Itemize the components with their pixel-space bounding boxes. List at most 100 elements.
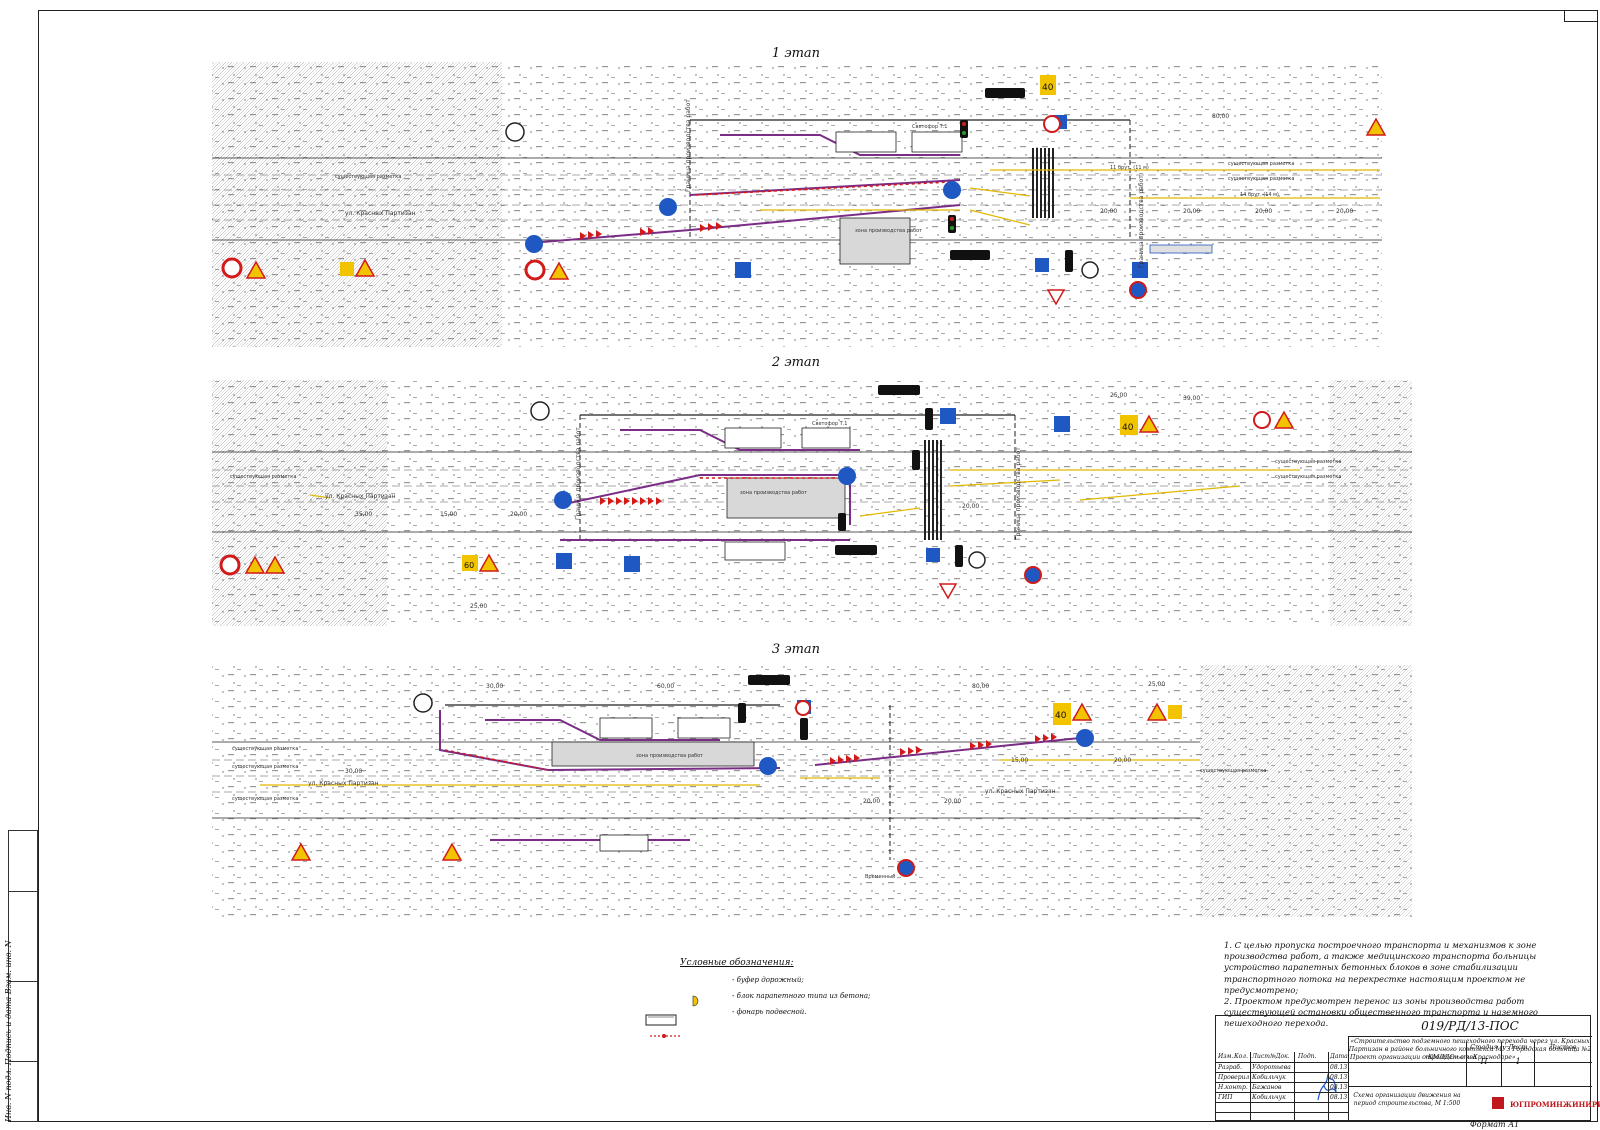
row-name-3: Бажанов bbox=[1252, 1084, 1282, 1091]
row-role-3: Н.контр. bbox=[1218, 1084, 1248, 1091]
row-role-1: Разраб. bbox=[1218, 1064, 1242, 1071]
stage-3-dim-25: 25,00 bbox=[1148, 681, 1165, 688]
stage-3-temporary: Временный bbox=[865, 873, 895, 880]
header-data: Дата bbox=[1330, 1053, 1348, 1060]
stage-3-marking-2: существующая разметка bbox=[232, 764, 298, 770]
stage-2-plan: ул. Красных Партизан зона производства р… bbox=[212, 380, 1412, 626]
stage-3-marking-1: существующая разметка bbox=[232, 746, 298, 752]
stage-2-dim-35: 35,00 bbox=[355, 511, 372, 518]
stage-1-plan: ул. Красных Партизан Граница производств… bbox=[212, 62, 1387, 347]
stage-3-dim-15: 15,00 bbox=[1011, 757, 1028, 764]
legend-item-buffer: - буфер дорожный; bbox=[694, 974, 840, 990]
stage-3-street-label-2: ул. Красных Партизан bbox=[985, 788, 1056, 795]
stage-1-marking-2: существующая разметка bbox=[1228, 176, 1294, 182]
row-date-1: 08.13 bbox=[1330, 1064, 1348, 1071]
stage-2-street-label: ул. Красных Партизан bbox=[325, 493, 396, 500]
legend-symbols bbox=[645, 995, 699, 1038]
company-name: ЮГПРОМИНЖИНИРИНГ bbox=[1510, 1100, 1600, 1109]
stage-2-title: 2 этап bbox=[771, 355, 821, 370]
stage-1-title: 1 этап bbox=[771, 46, 821, 61]
stage-3-dim-80: 80,00 bbox=[972, 683, 989, 690]
header-podp: Подп. bbox=[1298, 1053, 1317, 1060]
stage-2-dim-25b: 25,00 bbox=[470, 603, 487, 610]
corner-mark bbox=[1564, 10, 1598, 22]
stage-3-dim-30b: 30,00 bbox=[345, 768, 362, 775]
stage-3-marking-4: существующая разметка bbox=[1200, 768, 1266, 774]
stage-1-traffic-light: Светофор Т.1 bbox=[912, 124, 947, 130]
stage-3-plan: ул. Красных Партизан ул. Красных Партиза… bbox=[212, 665, 1412, 917]
stage-1-dim-20a: 20,00 bbox=[1100, 208, 1117, 215]
row-date-3: 08.13 bbox=[1330, 1084, 1348, 1091]
stage-3-title: 3 этап bbox=[771, 642, 821, 657]
header-kol: Кол. bbox=[1234, 1053, 1248, 1060]
section-title: Проект организации строительства bbox=[1350, 1054, 1477, 1061]
row-name-4: Кобильчук bbox=[1252, 1094, 1286, 1101]
stage-2-dim-15: 15,00 bbox=[440, 511, 457, 518]
stage-2-boundary-label-2: Граница производства работ bbox=[1015, 447, 1022, 540]
legend: Условные обозначения: - буфер дорожный; … bbox=[640, 958, 870, 1022]
stage-2-marking-1: существующая разметка bbox=[1275, 459, 1341, 465]
row-role-2: Проверил bbox=[1218, 1074, 1250, 1081]
note-1: 1. С целью пропуска построечного транспо… bbox=[1224, 940, 1537, 995]
row-role-4: ГИП bbox=[1218, 1094, 1233, 1101]
stage-1-marking-1: существующая разметка bbox=[1228, 161, 1294, 167]
stage-2-speed-sign-2: 60 bbox=[464, 561, 474, 570]
stage-2-work-zone: зона производства работ bbox=[740, 490, 807, 496]
general-notes: 1. С целью пропуска построечного транспо… bbox=[1224, 940, 1590, 1030]
stadia-label: Стадия bbox=[1470, 1043, 1498, 1051]
stage-1-street-label: ул. Красных Партизан bbox=[345, 210, 416, 217]
header-ndok: №Док. bbox=[1270, 1053, 1290, 1060]
stage-3-dim-60: 60,00 bbox=[657, 683, 674, 690]
sheet-title: Схема организации движения на период стр… bbox=[1353, 1092, 1461, 1107]
row-date-4: 08.13 bbox=[1330, 1094, 1348, 1101]
stadia-value: П bbox=[1480, 1057, 1488, 1066]
row-name-1: Удоротьева bbox=[1252, 1064, 1291, 1071]
stage-2-marking-3: существующая разметка bbox=[230, 474, 296, 480]
stage-1-dim-20c: 20,00 bbox=[1255, 208, 1272, 215]
stage-3-dim-20b: 20,00 bbox=[944, 798, 961, 805]
drawing-frame bbox=[38, 10, 1598, 1122]
title-block: 019/РД/13-ПОС «Строительство подземного … bbox=[1215, 1015, 1600, 1122]
row-name-2: Кобильчук bbox=[1252, 1074, 1286, 1081]
stage-3-marking-3: существующая разметка bbox=[232, 796, 298, 802]
stage-2-boundary-label: Граница производства работ bbox=[575, 427, 582, 520]
stage-1-dim-80: 80,00 bbox=[1212, 113, 1229, 120]
stage-2-dim-39: 39,00 bbox=[1183, 395, 1200, 402]
stage-3-street-label: ул. Красных Партизан bbox=[308, 780, 379, 787]
legend-title: Условные обозначения: bbox=[680, 958, 794, 968]
header-izm: Изм. bbox=[1218, 1053, 1234, 1060]
stage-1-marking-3: существующая разметка bbox=[335, 174, 401, 180]
document-code: 019/РД/13-ПОС bbox=[1348, 1016, 1592, 1037]
stage-1-speed-sign: 40 bbox=[1042, 83, 1054, 93]
stage-1-dim-20b: 20,00 bbox=[1183, 208, 1200, 215]
stage-3-work-zone: зона производства работ bbox=[636, 753, 703, 759]
stage-1-lane-11: 11 брут. (11 м) bbox=[1110, 165, 1149, 171]
row-date-2: 08.13 bbox=[1330, 1074, 1348, 1081]
stage-1-boundary-label: Граница производства работ bbox=[1138, 175, 1145, 268]
stage-3-dim-30: 30,00 bbox=[486, 683, 503, 690]
list-label: Лист bbox=[1508, 1043, 1528, 1051]
stage-2-dim-20: 20,00 bbox=[510, 511, 527, 518]
stage-3-speed-sign: 40 bbox=[1055, 711, 1067, 721]
stage-1-dim-20d: 20,00 bbox=[1336, 208, 1353, 215]
legend-label-block: - блок парапетного типа из бетона; bbox=[732, 992, 871, 1000]
stage-2-marking-2: существующая разметка bbox=[1275, 474, 1341, 480]
stage-1-work-zone: зона производства работ bbox=[855, 228, 922, 234]
stage-2-dim-20b: 20,00 bbox=[962, 503, 979, 510]
stage-1-lane-14: 14 брут. (14 м) bbox=[1240, 192, 1279, 198]
stage-1-boundary-label-2: Граница производства работ bbox=[685, 99, 692, 192]
legend-label-lamp: - фонарь подвесной. bbox=[732, 1008, 807, 1016]
side-stamp-text: Инв. N подл. Подпись и дата Взам. инв. N bbox=[4, 940, 13, 1122]
project-name: «Строительство подземного пешеходного пе… bbox=[1348, 1038, 1592, 1061]
side-stamp bbox=[8, 830, 38, 1122]
note-2: 2. Проектом предусмотрен перенос из зоны… bbox=[1224, 996, 1538, 1029]
header-list: Лист bbox=[1252, 1053, 1270, 1060]
listov-label: Листов bbox=[1549, 1043, 1577, 1051]
stage-3-dim-20: 20,00 bbox=[863, 798, 880, 805]
stage-3-dim-20c: 20,00 bbox=[1114, 757, 1131, 764]
stage-2-dim-25: 25,00 bbox=[1110, 392, 1127, 399]
legend-item-lamp: - фонарь подвесной. bbox=[694, 1006, 840, 1022]
legend-item-block: - блок парапетного типа из бетона; bbox=[694, 990, 870, 1006]
